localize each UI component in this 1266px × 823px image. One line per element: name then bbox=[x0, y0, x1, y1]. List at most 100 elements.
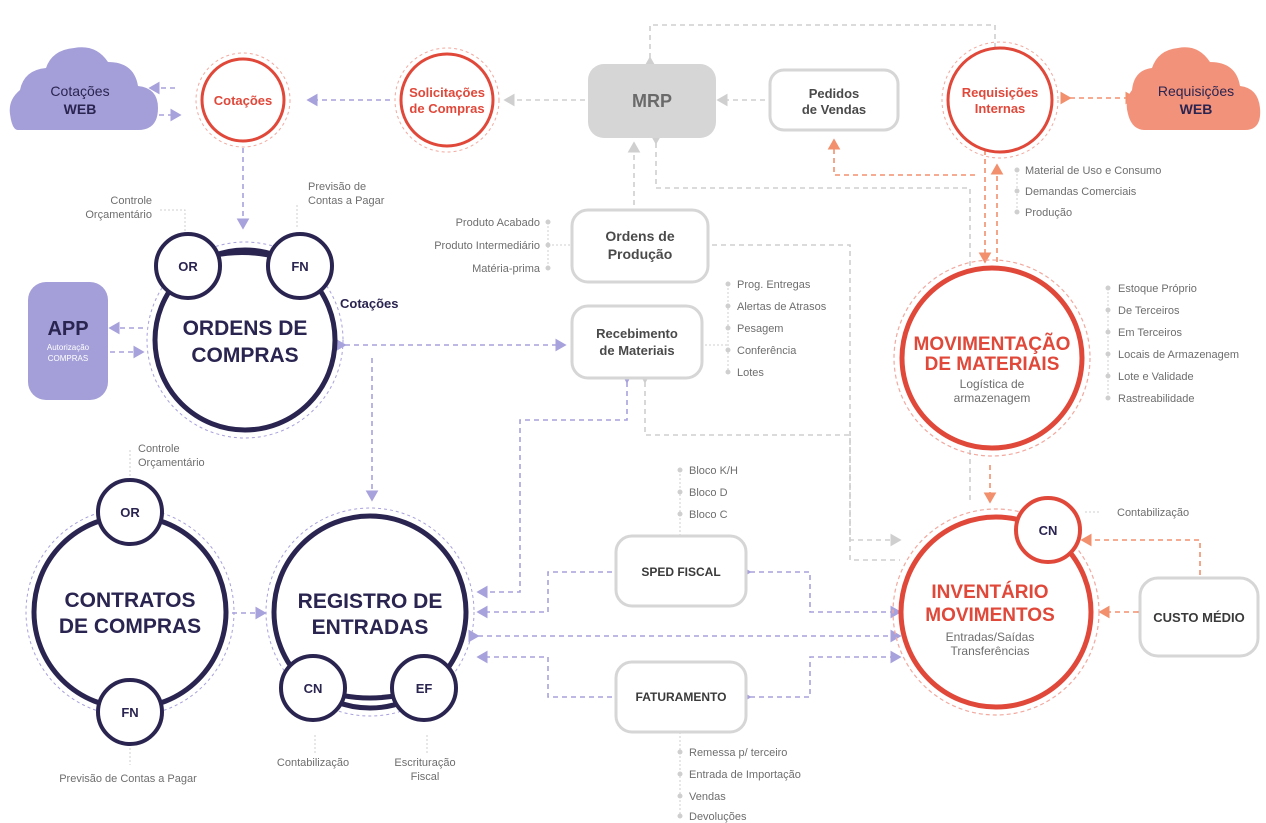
or-badge-1 bbox=[154, 232, 222, 300]
contabilizacao-reg: Contabilização bbox=[277, 757, 349, 769]
contratos-line1: CONTRATOS bbox=[64, 589, 195, 612]
list-item: Demandas Comerciais bbox=[1025, 186, 1137, 198]
list-item: De Terceiros bbox=[1118, 305, 1180, 317]
previsao-1-line1: Previsão de bbox=[308, 181, 366, 193]
recebimento-line1: Recebimento bbox=[596, 326, 678, 341]
cotacoes-node: Cotações bbox=[195, 52, 291, 148]
pedidos-line2: de Vendas bbox=[802, 102, 866, 117]
cn-badge-inv bbox=[1014, 496, 1082, 564]
escrituracao-line1: Escrituração bbox=[394, 757, 455, 769]
list-item: Pesagem bbox=[737, 323, 783, 335]
ordens-compras-node: OR FN ORDENS DE COMPRAS Cotações bbox=[146, 232, 399, 439]
movimentacao-node: MOVIMENTAÇÃO DE MATERIAIS Logística de a… bbox=[893, 259, 1091, 457]
ordens-producao-line1: Ordens de bbox=[605, 228, 674, 244]
movimentacao-sub1: Logística de bbox=[960, 377, 1025, 391]
escrituracao-line2: Fiscal bbox=[411, 771, 440, 783]
controle-orc-1-line2: Orçamentário bbox=[85, 209, 152, 221]
app-line1: Autorização bbox=[47, 343, 90, 352]
connectors bbox=[108, 24, 1201, 816]
faturamento-label: FATURAMENTO bbox=[636, 690, 727, 704]
list-item: Produto Acabado bbox=[456, 217, 540, 229]
previsao-2: Previsão de Contas a Pagar bbox=[59, 773, 197, 785]
list-estoque: Estoque Próprio De Terceiros Em Terceiro… bbox=[1105, 283, 1239, 405]
list-item: Vendas bbox=[689, 791, 726, 803]
list-producao-inputs: Produto Acabado Produto Intermediário Ma… bbox=[434, 217, 551, 275]
list-item: Conferência bbox=[737, 345, 797, 357]
solicitacoes-line2: de Compras bbox=[409, 101, 484, 116]
list-sped: Bloco K/H Bloco D Bloco C bbox=[677, 465, 738, 521]
requisicoes-node: Requisições Internas bbox=[941, 41, 1059, 159]
ordens-producao-box: Ordens de Produção bbox=[570, 208, 710, 284]
or-badge-1-label: OR bbox=[178, 259, 198, 274]
ordens-compras-line1: ORDENS DE bbox=[183, 317, 308, 340]
mrp-box: MRP bbox=[588, 64, 716, 138]
cn-badge-reg bbox=[279, 654, 347, 722]
ordens-compras-side-label: Cotações bbox=[340, 296, 399, 311]
requisicoes-web-line1: Requisições bbox=[1158, 83, 1234, 99]
app-title: APP bbox=[47, 318, 88, 340]
list-item: Material de Uso e Consumo bbox=[1025, 165, 1161, 177]
free-labels: Controle Orçamentário Previsão de Contas… bbox=[59, 181, 1189, 785]
cotacoes-web-line1: Cotações bbox=[50, 83, 109, 99]
recebimento-line2: de Materiais bbox=[599, 343, 674, 358]
pedidos-line1: Pedidos bbox=[809, 86, 860, 101]
cn-badge-inv-label: CN bbox=[1039, 523, 1058, 538]
inventario-line1: INVENTÁRIO bbox=[931, 581, 1048, 603]
ordens-producao-line2: Produção bbox=[608, 246, 673, 262]
cn-badge-reg-label: CN bbox=[304, 681, 323, 696]
recebimento-box: Recebimento de Materiais bbox=[570, 304, 704, 380]
controle-orc-1-line1: Controle bbox=[110, 195, 152, 207]
ordens-compras-line2: COMPRAS bbox=[191, 344, 298, 367]
sped-label: SPED FISCAL bbox=[641, 565, 720, 579]
movimentacao-line2: DE MATERIAIS bbox=[925, 354, 1060, 375]
fn-badge-1-label: FN bbox=[291, 259, 308, 274]
custo-medio-label: CUSTO MÉDIO bbox=[1153, 610, 1245, 625]
list-item: Lote e Validade bbox=[1118, 371, 1194, 383]
movimentacao-line1: MOVIMENTAÇÃO bbox=[914, 333, 1071, 355]
or-badge-2-label: OR bbox=[120, 505, 140, 520]
ef-badge-reg bbox=[390, 654, 458, 722]
ef-badge-reg-label: EF bbox=[416, 681, 433, 696]
or-badge-2 bbox=[96, 478, 164, 546]
list-item: Bloco K/H bbox=[689, 465, 738, 477]
requisicoes-web-cloud: Requisições WEB bbox=[1126, 47, 1261, 130]
list-item: Matéria-prima bbox=[472, 263, 541, 275]
contratos-line2: DE COMPRAS bbox=[59, 615, 201, 638]
fn-badge-2-label: FN bbox=[121, 705, 138, 720]
cotacoes-label: Cotações bbox=[214, 93, 273, 108]
requisicoes-line2: Internas bbox=[975, 101, 1026, 116]
inventario-line2: MOVIMENTOS bbox=[925, 605, 1055, 626]
cotacoes-web-line2: WEB bbox=[64, 101, 97, 117]
custo-medio-box: CUSTO MÉDIO bbox=[1138, 576, 1260, 658]
list-item: Bloco C bbox=[689, 509, 728, 521]
fn-badge-2 bbox=[96, 678, 164, 746]
list-requisicoes: Material de Uso e Consumo Demandas Comer… bbox=[1014, 165, 1161, 219]
solicitacoes-node: Solicitações de Compras bbox=[394, 47, 500, 153]
list-item: Locais de Armazenagem bbox=[1118, 349, 1239, 361]
solicitacoes-line1: Solicitações bbox=[409, 85, 485, 100]
requisicoes-web-line2: WEB bbox=[1180, 101, 1213, 117]
list-item: Produção bbox=[1025, 207, 1072, 219]
list-item: Bloco D bbox=[689, 487, 728, 499]
list-item: Entrada de Importação bbox=[689, 769, 801, 781]
contabilizacao-inv: Contabilização bbox=[1117, 507, 1189, 519]
registro-line1: REGISTRO DE bbox=[298, 590, 443, 613]
fn-badge-1 bbox=[266, 232, 334, 300]
contratos-node: OR FN CONTRATOS DE COMPRAS bbox=[25, 478, 235, 746]
movimentacao-sub2: armazenagem bbox=[954, 391, 1031, 405]
cotacoes-web-cloud: Cotações WEB bbox=[9, 47, 159, 130]
list-item: Em Terceiros bbox=[1118, 327, 1182, 339]
mrp-label: MRP bbox=[632, 91, 672, 111]
list-item: Remessa p/ terceiro bbox=[689, 747, 787, 759]
previsao-1-line2: Contas a Pagar bbox=[308, 195, 385, 207]
list-item: Produto Intermediário bbox=[434, 240, 540, 252]
list-item: Lotes bbox=[737, 367, 764, 379]
controle-orc-2-line1: Controle bbox=[138, 443, 180, 455]
list-item: Prog. Entregas bbox=[737, 279, 811, 291]
registro-node: CN EF REGISTRO DE ENTRADAS bbox=[265, 507, 475, 722]
inventario-node: CN INVENTÁRIO MOVIMENTOS Entradas/Saídas… bbox=[892, 496, 1100, 716]
list-faturamento: Remessa p/ terceiro Entrada de Importaçã… bbox=[677, 747, 801, 823]
list-item: Devoluções bbox=[689, 811, 747, 823]
list-item: Alertas de Atrasos bbox=[737, 301, 827, 313]
